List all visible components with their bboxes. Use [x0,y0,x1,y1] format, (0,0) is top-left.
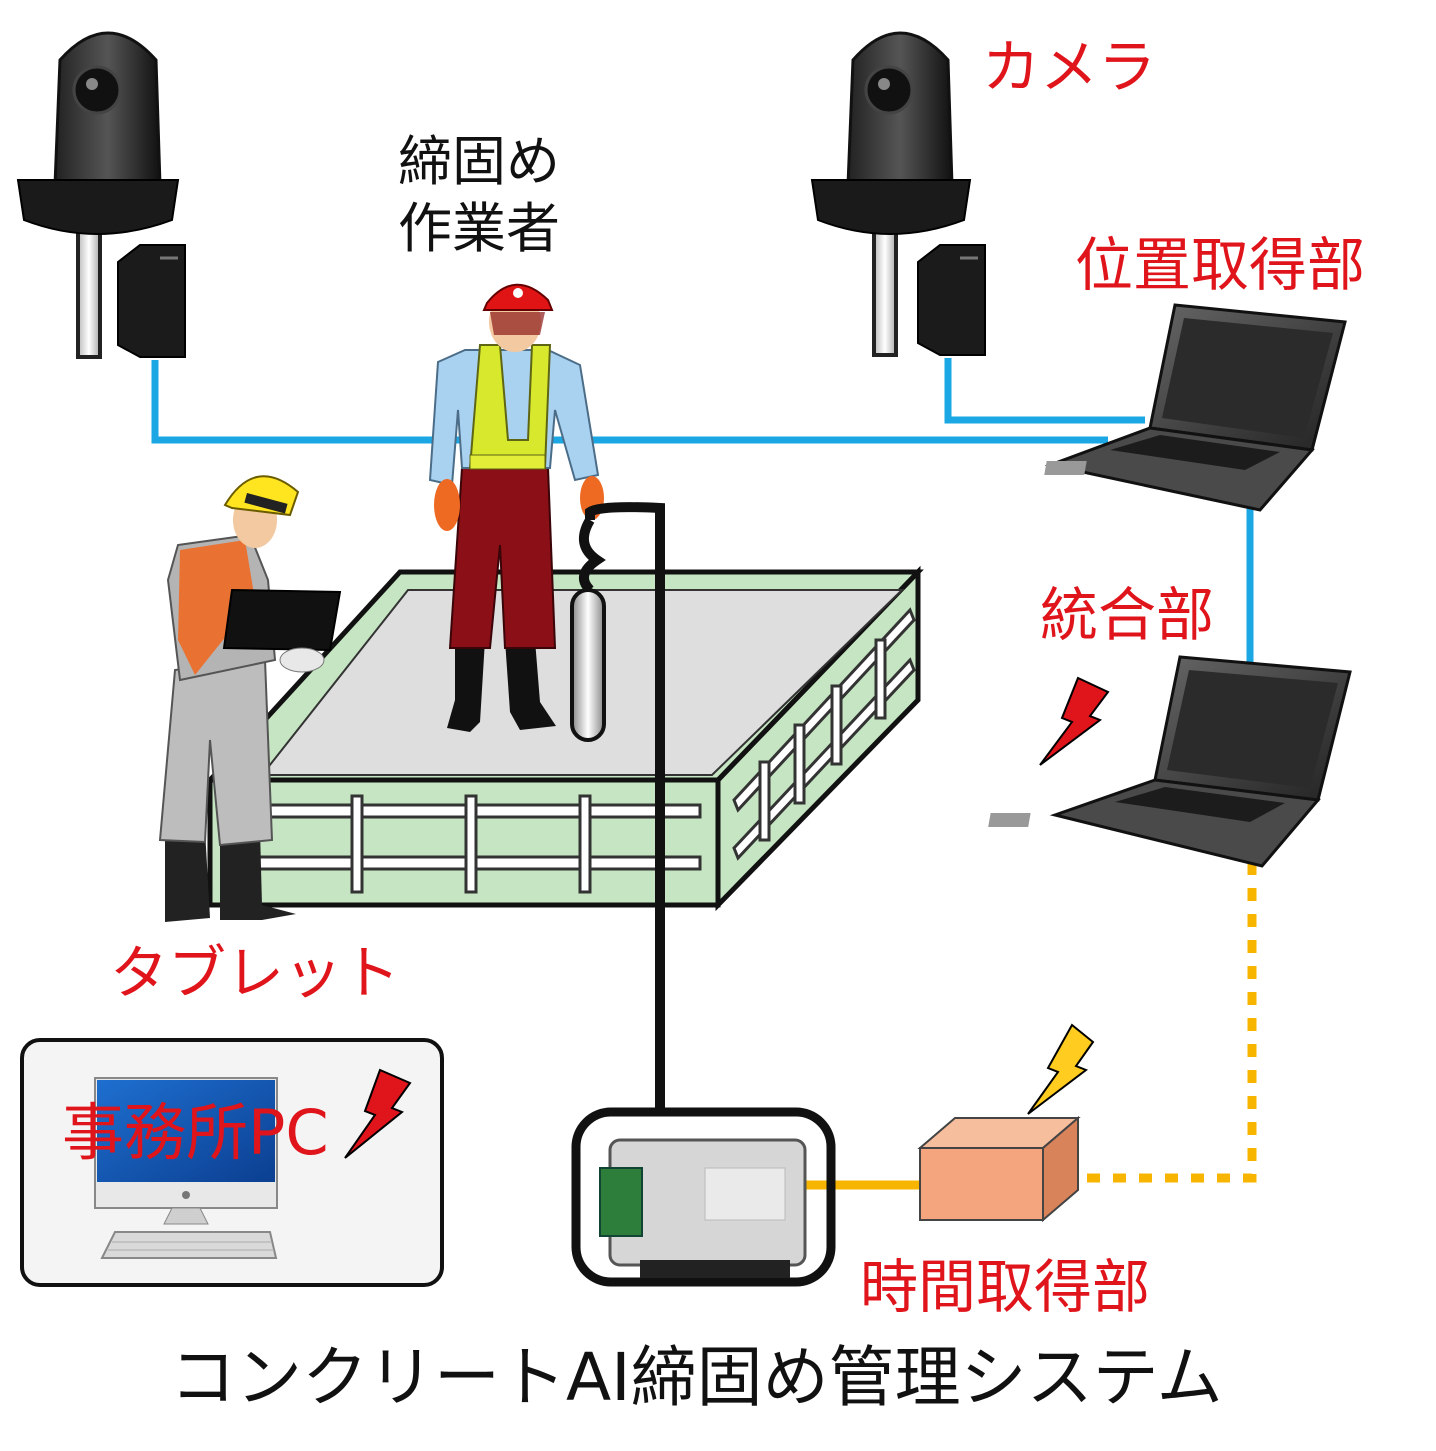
tablet-worker-hand [279,647,325,673]
tablet-worker-boot-right [220,830,296,920]
data-cable-dotted [1080,862,1257,1183]
laptop-keys [1110,435,1280,470]
box-front [919,1147,1044,1221]
tablet-device [222,588,342,652]
label-tablet: タブレット [110,939,401,1007]
rebar-front [248,794,702,894]
office-pc-panel [20,1038,444,1287]
tablet-worker-helmet-yellow [223,475,300,517]
vest-belt [469,454,546,470]
label-office-pc: 事務所PC [62,1096,329,1169]
office-pc-stand [163,1207,209,1225]
time-acquisition-box [917,1115,1081,1223]
lens-glint [878,78,890,90]
label-integration-unit: 統合部 [1040,581,1215,649]
concrete-formwork [204,565,924,912]
concrete-vibrator [570,502,665,1110]
tablet-worker-boot-left [165,830,210,922]
laptop-touchpad [1044,461,1087,475]
generator-base [640,1260,790,1278]
laptop-position-unit [1044,303,1347,512]
rebar-side [732,607,916,861]
laptop-integration-unit [988,655,1352,868]
worker-boot-right [505,640,556,730]
lan-cable-left-camera [151,360,1108,444]
lan-cable-right-camera [944,358,1145,424]
generator-green-panel [599,1167,643,1237]
camera-lens [864,65,914,115]
lan-cable-network [151,358,1254,668]
camera-pole [76,223,102,359]
wireless-lightning-icon-integration [1039,676,1110,766]
label-time-unit: 時間取得部 [860,1253,1151,1321]
label-worker-line1: 締固め [398,130,560,193]
formwork-front-side [207,777,721,908]
worker-pants [448,467,557,649]
camera-pole [872,223,898,357]
vibrator-hose [585,502,665,1110]
label-position-unit: 位置取得部 [1075,231,1366,299]
tablet-worker-vest [178,540,255,675]
worker-boot-left [447,640,485,732]
power-generator [571,1107,836,1287]
helmet-emblem [513,288,523,298]
helmet-band [244,492,288,514]
worker-glove-left [434,479,460,531]
worker-face-shield [490,312,545,335]
office-pc-keyboard [100,1231,278,1259]
laptop-screen-inner [1162,318,1333,438]
camera-base [16,179,180,235]
laptop-touchpad [988,813,1031,827]
tablet-worker [158,475,342,922]
tablet-worker-pants [158,658,274,847]
generator-label-plate [704,1167,786,1221]
office-pc-logo [182,1191,190,1199]
generator-frame [571,1107,836,1287]
wireless-lightning-icon-office [344,1068,412,1159]
camera-controller-box [117,244,186,358]
lens-glint [86,78,98,90]
label-worker-line2: 作業者 [398,197,560,260]
office-pc-screen [97,1080,275,1182]
camera-right [810,31,986,357]
camera-lens [72,65,122,115]
vibrator-hose-bend [578,517,606,594]
camera-controller-box [917,244,986,356]
camera-left [16,31,186,359]
wireless-lightning-icon-timer [1027,1023,1095,1115]
laptop-keys [1115,787,1285,822]
laptop-screen-inner [1167,670,1338,788]
vibrator-head [570,588,606,742]
label-camera: カメラ [982,33,1157,101]
diagram-title: コンクリートAI締固め管理システム [170,1339,1223,1416]
camera-base [810,179,972,235]
